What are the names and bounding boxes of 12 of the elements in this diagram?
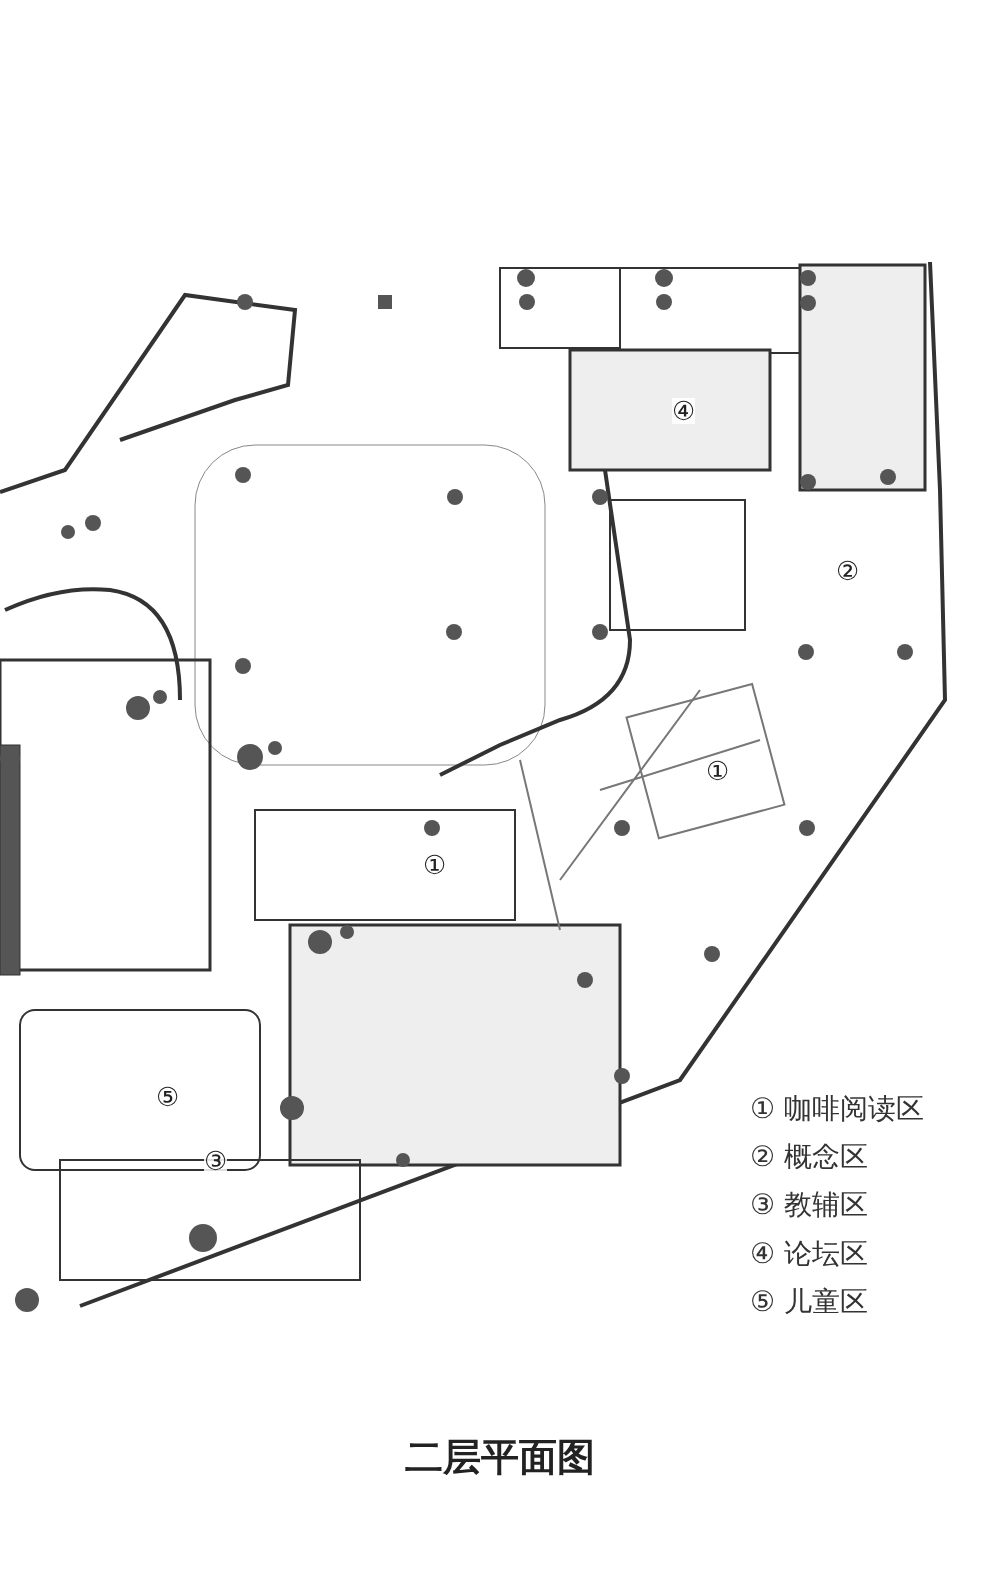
callout-number: ④ bbox=[672, 398, 696, 424]
legend-entry: ② 概念区 bbox=[750, 1143, 868, 1171]
legend-entry: ④ 论坛区 bbox=[750, 1240, 868, 1268]
callout-number: ① bbox=[423, 852, 447, 878]
drawing-title: 二层平面图 bbox=[404, 1434, 596, 1481]
legend-entry: ⑤ 儿童区 bbox=[750, 1288, 868, 1316]
legend-entry: ① 咖啡阅读区 bbox=[750, 1095, 924, 1123]
callout-number: ② bbox=[836, 558, 860, 584]
legend-entry: ③ 教辅区 bbox=[750, 1191, 868, 1219]
callout-number: ① bbox=[706, 758, 730, 784]
callout-number: ⑤ bbox=[156, 1084, 180, 1110]
callout-number: ③ bbox=[204, 1148, 228, 1174]
